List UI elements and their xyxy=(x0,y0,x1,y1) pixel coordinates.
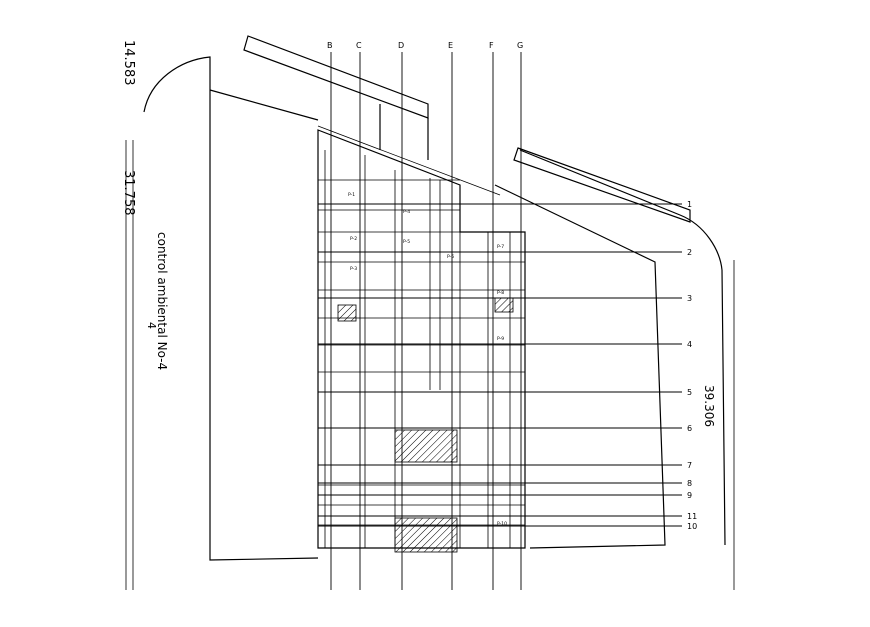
dimension-top-left: 14.583 xyxy=(121,40,136,86)
grid-column-label: C xyxy=(356,41,362,50)
top-left-wall xyxy=(379,104,429,160)
room-labels: P-1P-2P-3 P-4P-5P-6 P-7P-8P-9P-10 xyxy=(348,192,507,527)
grid-row-label: 3 xyxy=(687,294,692,303)
grid-column-label: E xyxy=(448,41,453,50)
room-label: P-1 xyxy=(348,192,355,198)
grid-row-label: 1 xyxy=(687,200,692,209)
site-boundary-inner xyxy=(209,89,319,121)
grid-row-label: 5 xyxy=(687,388,692,397)
grid-row-label: 9 xyxy=(687,491,692,500)
site-boundary-curve-right xyxy=(519,149,726,546)
top-right-strip xyxy=(513,147,691,223)
room-label: P-10 xyxy=(497,521,507,527)
stair-left xyxy=(337,304,357,322)
grid-column-label: G xyxy=(517,41,523,50)
room-label: P-9 xyxy=(497,336,504,342)
room-label: P-8 xyxy=(497,290,504,296)
dimension-right: 39.306 xyxy=(702,385,716,427)
partitions xyxy=(318,150,525,548)
grid-row-label: 4 xyxy=(687,340,692,349)
site-boundary xyxy=(143,56,319,561)
grid-row-label: 2 xyxy=(687,248,692,257)
room-label: P-4 xyxy=(403,209,410,215)
room-label: P-2 xyxy=(350,236,357,242)
diag-upper xyxy=(317,125,501,196)
dimension-left: 31.758 xyxy=(121,170,136,216)
grid-row-label: 11 xyxy=(687,512,697,521)
grid-column-label: F xyxy=(489,41,494,50)
grid-row-label: 10 xyxy=(687,522,697,531)
room-label: P-3 xyxy=(350,266,357,272)
site-boundary-right xyxy=(494,184,666,549)
room-label: P-7 xyxy=(497,244,504,250)
stair-right xyxy=(494,297,514,313)
grid-column-label: B xyxy=(327,41,333,50)
room-label: P-5 xyxy=(403,239,410,245)
hatched-block-lower xyxy=(394,517,458,553)
zone-sub-label: 4 xyxy=(145,322,158,329)
room-label: P-6 xyxy=(447,254,454,260)
grid-row-label: 7 xyxy=(687,461,692,470)
grid-row-label: 6 xyxy=(687,424,692,433)
grid-row-label: 8 xyxy=(687,479,692,488)
grid-column-label: D xyxy=(398,41,404,50)
hatched-block-upper xyxy=(394,429,458,463)
zone-label: control ambiental No-4 xyxy=(155,232,169,370)
grid-columns: B C D E F G xyxy=(327,41,523,590)
